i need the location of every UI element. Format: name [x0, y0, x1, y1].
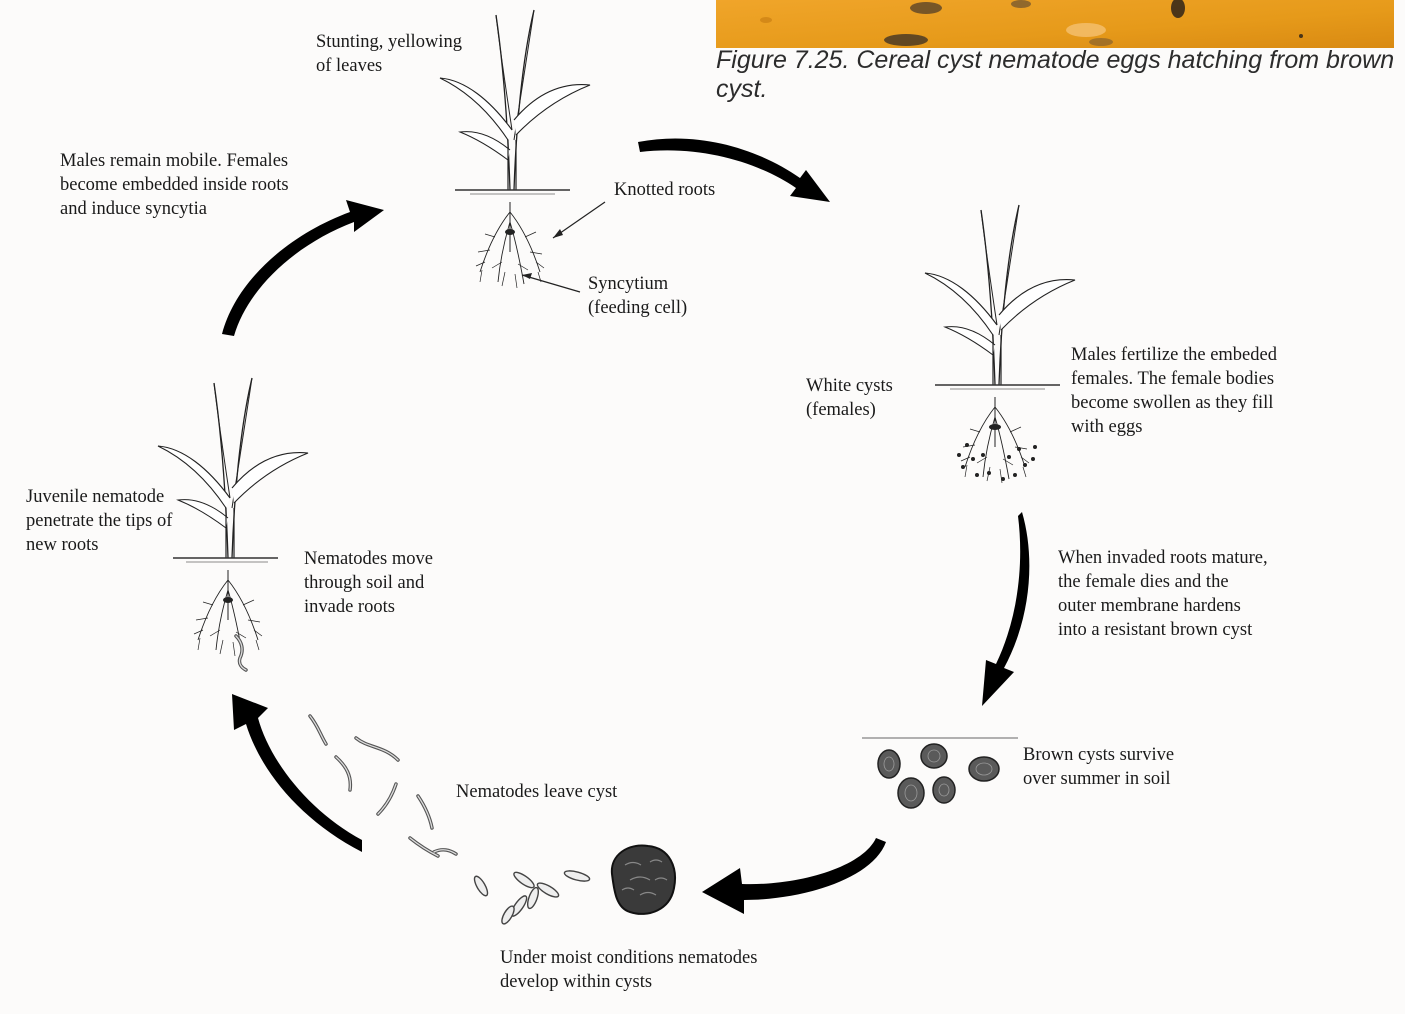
label-males-mobile: Males remain mobile. Females become embe…	[60, 149, 289, 221]
brown-cysts-icon	[862, 738, 1018, 808]
migrating-nematodes-icon	[310, 716, 456, 856]
plant-juvenile-invasion-icon	[158, 378, 308, 670]
label-syncytium: Syncytium (feeding cell)	[588, 272, 687, 320]
label-white-cysts: White cysts (females)	[806, 374, 893, 422]
label-brown-cysts: Brown cysts survive over summer in soil	[1023, 743, 1174, 791]
label-juvenile: Juvenile nematode penetrate the tips of …	[26, 485, 172, 557]
label-moist-conditions: Under moist conditions nematodes develop…	[500, 946, 757, 994]
label-knotted-roots: Knotted roots	[614, 178, 715, 202]
label-nematodes-move: Nematodes move through soil and invade r…	[304, 547, 433, 619]
syncytium-pointer	[522, 275, 580, 292]
knotted-roots-arrowhead	[553, 229, 563, 238]
label-leave-cyst: Nematodes leave cyst	[456, 780, 617, 804]
arrow-bottom-left-up	[232, 694, 362, 852]
hatched-juveniles-icon	[472, 869, 591, 926]
label-males-fertilize: Males fertilize the embeded females. The…	[1071, 343, 1277, 439]
plant-white-cysts-icon	[925, 205, 1075, 483]
label-roots-mature: When invaded roots mature, the female di…	[1058, 546, 1268, 642]
plant-stunted-icon	[440, 10, 590, 288]
arrow-right-down	[982, 512, 1029, 706]
arrow-bottom-right-to-cyst	[702, 838, 886, 914]
label-stunting: Stunting, yellowing of leaves	[316, 30, 462, 78]
egg-filled-cyst-icon	[612, 846, 675, 914]
